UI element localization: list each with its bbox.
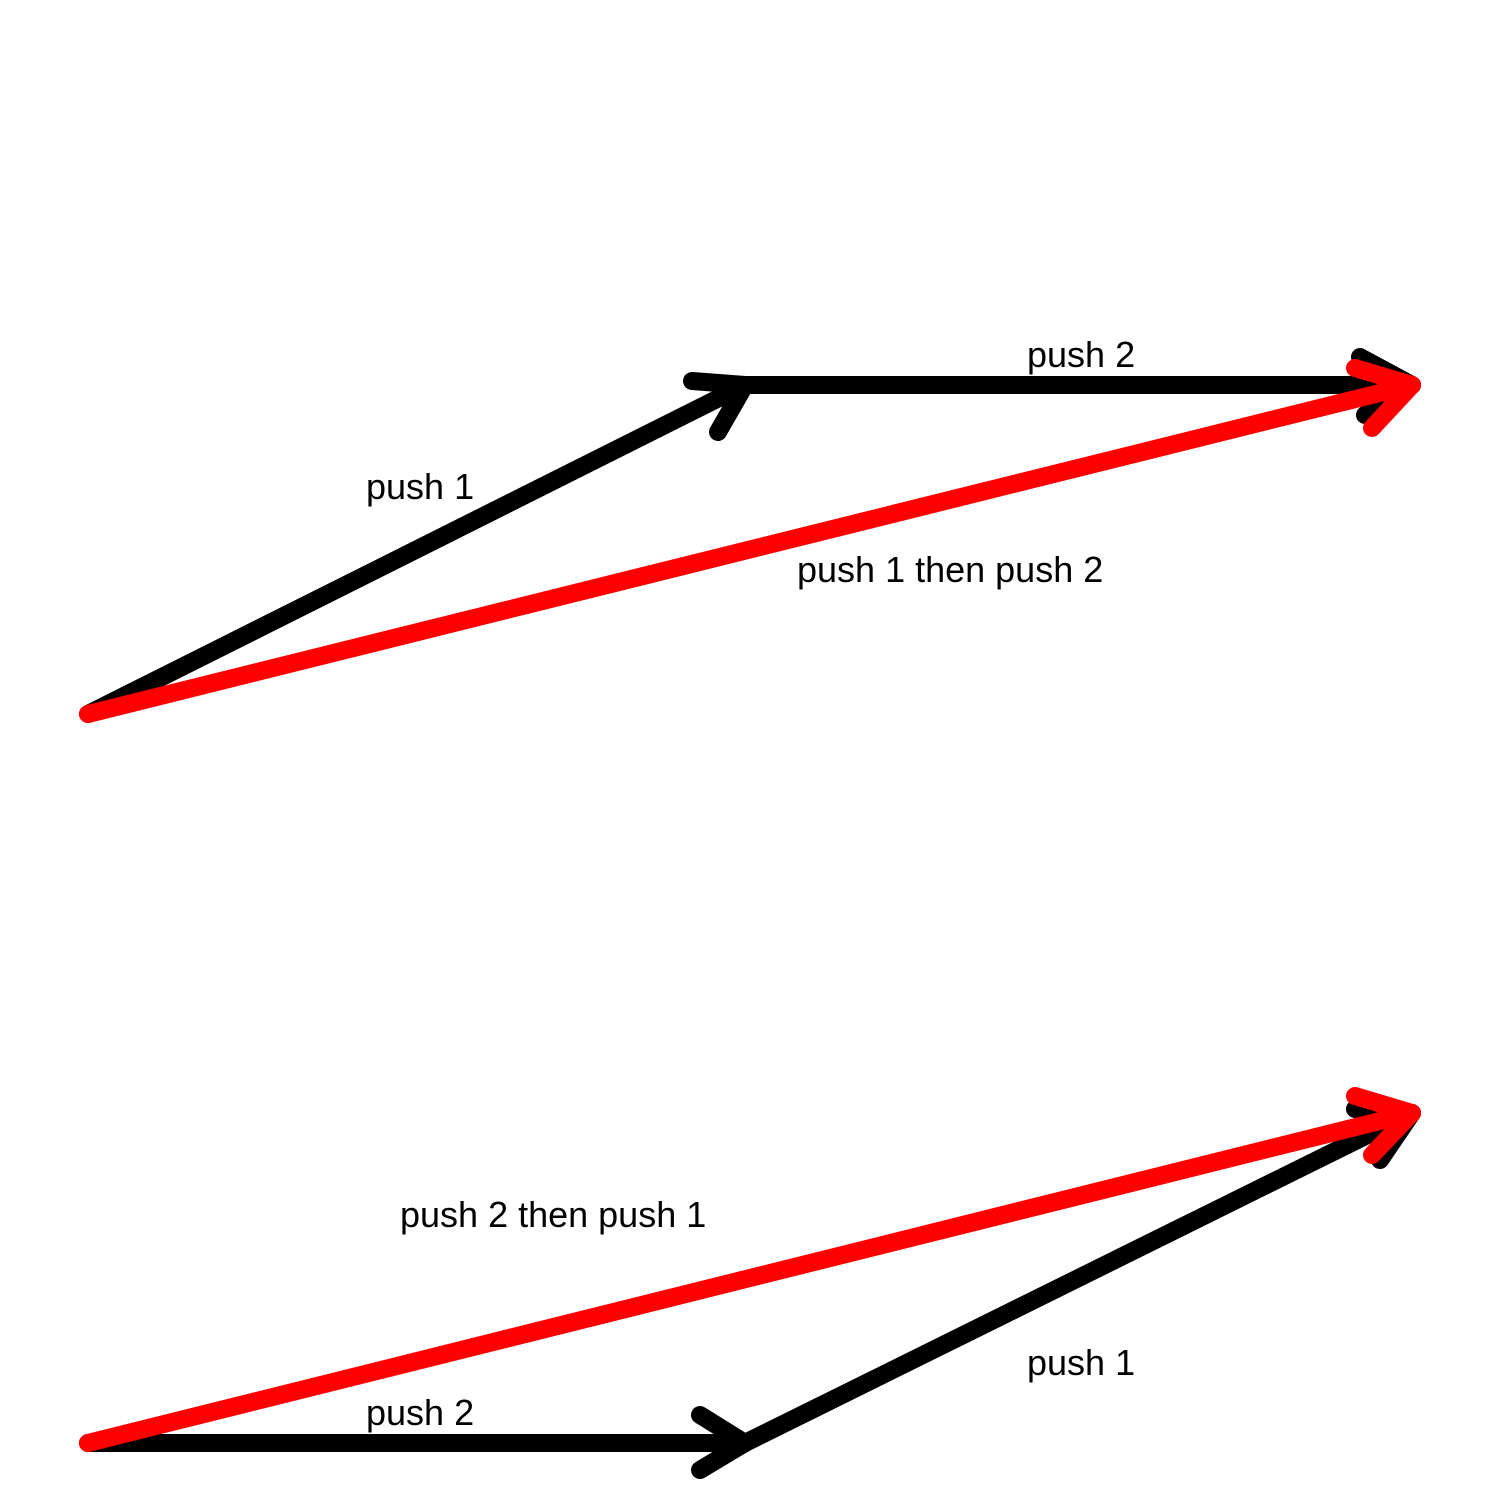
top-push1-label: push 1 — [366, 466, 474, 507]
top-resultant-label: push 1 then push 2 — [797, 549, 1103, 590]
bottom-diagram: push 2 then push 1 push 1 push 2 — [79, 1087, 1421, 1479]
bottom-resultant-arrow — [79, 1087, 1421, 1452]
top-resultant-arrow — [79, 359, 1421, 723]
bottom-push1-label: push 1 — [1027, 1342, 1135, 1383]
bottom-push1-arrow — [736, 1100, 1421, 1452]
top-push2-label: push 2 — [1027, 334, 1135, 375]
top-push1-arrow — [79, 372, 754, 723]
bottom-push2-label: push 2 — [366, 1392, 474, 1433]
bottom-resultant-label: push 2 then push 1 — [400, 1194, 706, 1235]
top-diagram: push 1 push 2 push 1 then push 2 — [79, 334, 1421, 723]
